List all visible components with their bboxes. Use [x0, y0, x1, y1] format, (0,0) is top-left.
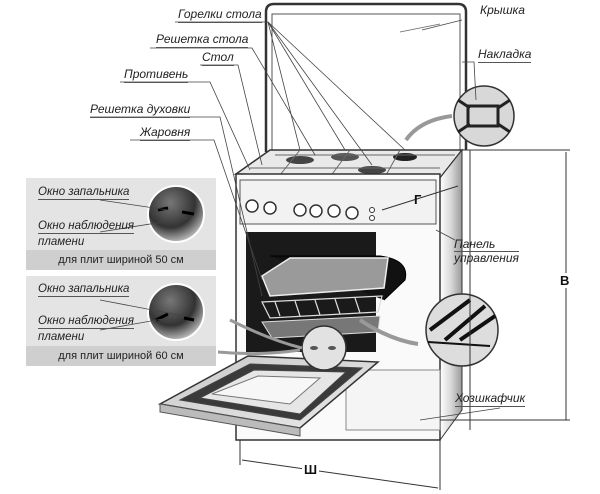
callout-door-window	[217, 318, 347, 371]
label-table-grate: Решетка стола	[156, 32, 249, 48]
label-control-panel-line1: Панель	[454, 238, 519, 252]
inset-50-igniter-window: Окно запальника	[38, 186, 130, 200]
cooktop	[233, 149, 464, 179]
label-lid: Крышка	[480, 3, 525, 17]
stove-body	[235, 148, 463, 442]
callout-rack	[358, 293, 499, 367]
lid	[264, 2, 468, 152]
label-storage-drawer: Хозшкафчик	[455, 391, 526, 407]
inset-60-igniter-window: Окно запальника	[38, 283, 130, 297]
inset-50-flame-window-2: пламени	[38, 236, 85, 248]
label-overlay: Накладка	[478, 47, 532, 63]
inset-60-flame-window-1: Окно наблюдения	[38, 315, 134, 329]
label-burners: Горелки стола	[178, 7, 262, 23]
leader-lines	[90, 19, 501, 421]
inset-50-flame-window-1: Окно наблюдения	[38, 220, 134, 234]
inset-60-flame-window-2: пламени	[38, 331, 85, 343]
dimension-width: Ш	[302, 462, 320, 477]
dimension-depth: Г	[414, 192, 422, 207]
label-control-panel-line2: управления	[454, 251, 519, 265]
inset-ball-50cm	[147, 185, 205, 243]
label-roasting-pan: Жаровня	[140, 125, 191, 141]
label-baking-tray: Противень	[124, 67, 189, 83]
label-control-panel: Панель управления	[454, 238, 519, 265]
label-table: Стол	[202, 50, 234, 66]
label-oven-rack: Решетка духовки	[90, 102, 191, 118]
oven-door	[157, 355, 380, 437]
inset-caption-50cm: для плит шириной 50 см	[26, 250, 216, 270]
callout-overlay	[404, 85, 515, 147]
dimension-height: В	[558, 273, 572, 288]
inset-caption-60cm: для плит шириной 60 см	[26, 346, 216, 366]
inset-ball-60cm	[147, 283, 205, 341]
